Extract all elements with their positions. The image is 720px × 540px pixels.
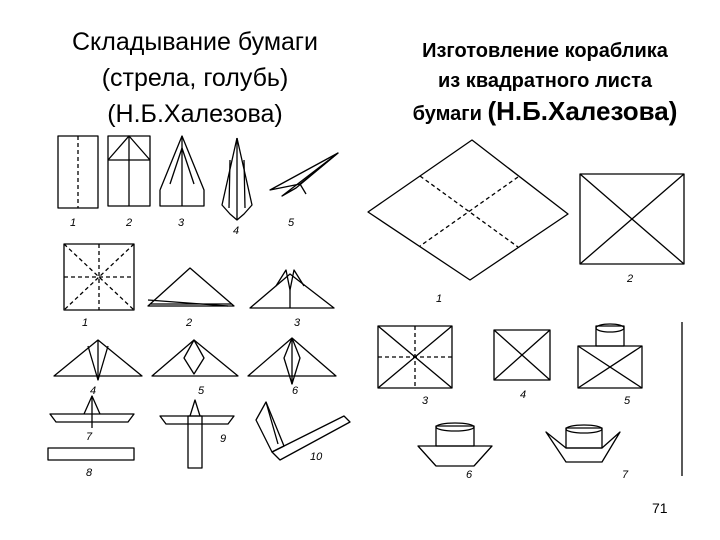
dove-step-7-figure (49, 395, 135, 428)
boat-step-label: 4 (520, 389, 526, 401)
boat-step-3-figure (377, 325, 453, 389)
boat-step-label: 2 (626, 273, 633, 285)
boat-step-label: 5 (624, 395, 631, 407)
arrow-step-1-figure (57, 135, 99, 209)
dove-step-3-figure (249, 269, 335, 309)
dove-step-label: 1 (82, 317, 88, 329)
dove-step-label: 8 (86, 467, 93, 479)
dove-step-label: 4 (90, 385, 96, 397)
boat-step-7-figure (545, 424, 621, 463)
boat-step-1-figure (367, 139, 569, 281)
dove-step-label: 3 (294, 317, 301, 329)
arrow-step-3-figure (159, 135, 205, 207)
dove-step-label: 5 (198, 385, 205, 397)
boat-step-label: 1 (436, 293, 442, 305)
dove-step-2-figure (147, 267, 235, 307)
arrow-step-5-figure (269, 152, 339, 197)
arrow-step-4-figure (221, 137, 253, 221)
left-title: Складывание бумаги (стрела, голубь) (Н.Б… (40, 24, 350, 132)
left-title-line-3: (Н.Б.Халезова) (107, 100, 283, 128)
dove-step-label: 9 (220, 433, 226, 445)
dove-step-6-figure (247, 337, 337, 385)
dove-step-label: 2 (185, 317, 192, 329)
arrow-step-label: 1 (70, 217, 76, 229)
dove-step-10-figure (255, 401, 351, 461)
right-title: Изготовление кораблика из квадратного ли… (375, 36, 715, 129)
arrow-step-label: 4 (233, 225, 239, 237)
right-title-line-3: бумаги (Н.Б.Халезова) (375, 96, 715, 129)
right-title-line-3-prefix: бумаги (412, 103, 482, 125)
arrow-step-labels: 1 2 3 4 5 (70, 217, 295, 237)
dove-step-8-figure (47, 447, 135, 461)
boat-step-label: 7 (622, 469, 629, 481)
right-title-line-1: Изготовление кораблика (422, 40, 668, 62)
boat-step-label: 3 (422, 395, 429, 407)
boat-step-label: 6 (466, 469, 473, 481)
dove-step-5-figure (151, 339, 239, 377)
arrow-step-2-figure (107, 135, 151, 207)
boat-step-2-figure (579, 173, 685, 265)
left-title-line-1: Складывание бумаги (71, 28, 318, 56)
arrow-step-label: 3 (178, 217, 185, 229)
boat-step-4-figure (493, 329, 551, 381)
dove-step-label: 10 (310, 451, 323, 463)
dove-step-labels: 1 2 3 4 5 6 7 8 9 10 (82, 317, 323, 479)
arrow-step-label: 5 (288, 217, 295, 229)
dove-step-1-figure (63, 243, 135, 311)
dove-step-9-figure (159, 399, 235, 469)
right-title-line-2: из квадратного листа (438, 70, 652, 92)
arrow-step-label: 2 (125, 217, 132, 229)
boat-step-labels: 1 2 3 4 5 6 7 (422, 273, 633, 481)
boat-step-5-figure (577, 323, 643, 389)
page-number: 71 (652, 500, 668, 516)
dove-step-4-figure (53, 339, 143, 381)
boat-step-6-figure (417, 422, 493, 467)
right-title-author: (Н.Б.Халезова) (487, 96, 678, 126)
left-title-line-2: (стрела, голубь) (101, 64, 289, 92)
dove-step-label: 7 (86, 431, 93, 443)
dove-step-label: 6 (292, 385, 299, 397)
